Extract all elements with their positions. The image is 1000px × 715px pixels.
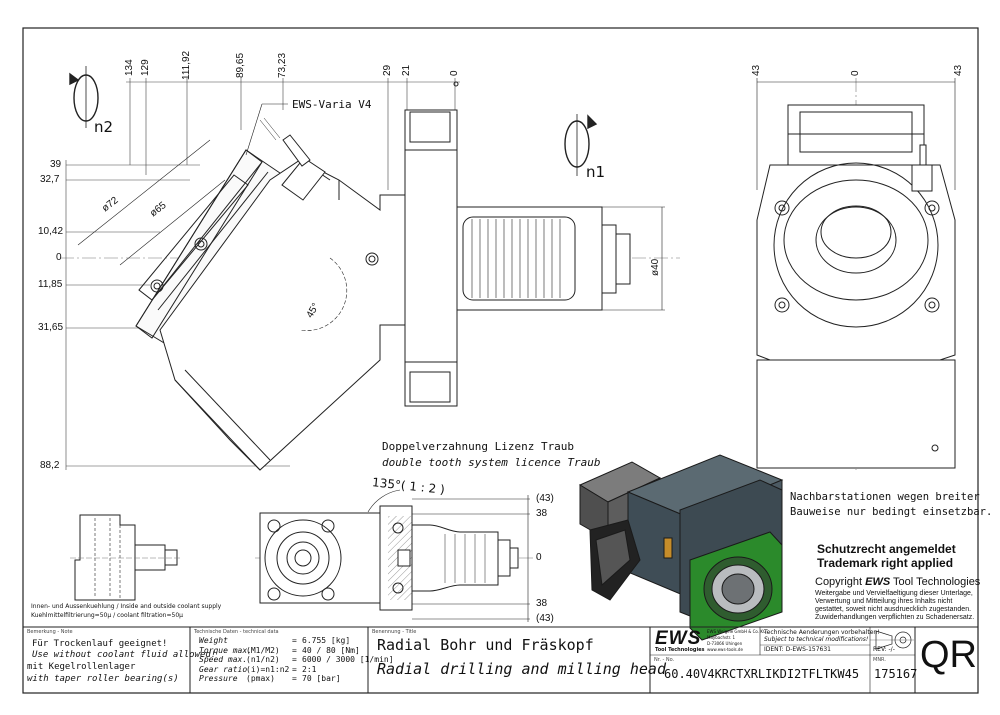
patent-de: Schutzrecht angemeldet xyxy=(817,542,956,556)
tech-row-name: Pressure xyxy=(199,674,238,683)
dia-40-label: ø40 xyxy=(650,258,661,276)
title-block xyxy=(23,626,978,693)
title-label: Benennung - Title xyxy=(372,629,417,635)
company-line-1: EWS Weigele GmbH & Co. KG xyxy=(707,629,767,634)
dim-left-327: 32,7 xyxy=(40,174,60,185)
company-logo: EWS xyxy=(655,628,702,649)
licence-en: double tooth system licence Traub xyxy=(382,456,601,469)
rotation-n1-label: n1 xyxy=(586,163,606,181)
tech-row-value: 6000 / 3000 [1/min] xyxy=(302,655,394,664)
copyright-text-2: Verwertung und Mitteilung ihres Inhalts … xyxy=(815,598,953,605)
dim-left-0: 0 xyxy=(56,252,62,263)
copyright-suffix: Tool Technologies xyxy=(890,576,981,588)
title-de: Radial Bohr und Fräskopf xyxy=(377,636,594,654)
tech-row-equals: = xyxy=(292,645,297,655)
tech-row-symbol: (pmax) xyxy=(246,674,275,683)
tech-row-equals: = xyxy=(292,674,297,683)
dim-top-11192: 111,92 xyxy=(181,50,192,80)
dim-top-29: 29 xyxy=(382,64,393,76)
mnr-label: MNR. xyxy=(873,657,886,663)
rev-value: REV: -/- xyxy=(873,646,895,653)
dim-left-1185: 11,85 xyxy=(38,279,63,290)
side-dim-43-left: 43 xyxy=(751,64,762,76)
copyright-text-1: Weitergabe und Vervielfaeltigung dieser … xyxy=(815,590,973,597)
dim-left-1042: 10,42 xyxy=(38,226,64,237)
bottom-dim-43-top: (43) xyxy=(536,493,554,504)
tech-row-value: 40 / 80 [Nm] xyxy=(302,645,360,655)
tech-label: Technische Daten - technical data xyxy=(194,629,279,635)
remark-line-1: Für Trockenlauf geeignet! xyxy=(32,639,168,649)
company-line-3: D-73066 Uhingen xyxy=(707,641,743,646)
part-number: 60.40V4KRCTXRLIKDI2TFLTKW45 xyxy=(664,667,860,681)
copyright-text-4: Zuwiderhandlungen verpflichten zu Schade… xyxy=(815,614,975,621)
qr-code-label: QR xyxy=(920,634,977,676)
licence-de: Doppelverzahnung Lizenz Traub xyxy=(382,440,575,453)
copyright-line: Copyright EWS Tool Technologies xyxy=(815,577,980,588)
dim-top-8965: 89,65 xyxy=(235,52,246,78)
copyright-brand: EWS xyxy=(865,576,891,588)
dim-top-21: 21 xyxy=(401,64,412,76)
company-line-2: Maybachstr. 1 xyxy=(707,635,736,640)
changes-en: Subject to technical modifications! xyxy=(764,636,869,643)
bottom-view xyxy=(255,489,540,622)
dim-left-882: 88,2 xyxy=(40,460,60,471)
dim-top-134: 134 xyxy=(124,59,135,76)
company-line-4: www.ews-tools.de xyxy=(707,647,743,652)
copyright-text-3: gestattet, soweit nicht ausdruecklich zu… xyxy=(815,606,972,613)
copyright-prefix: Copyright xyxy=(815,576,866,588)
bottom-dim-38-bottom: 38 xyxy=(536,598,548,609)
title-en: Radial drilling and milling head xyxy=(377,660,666,678)
rotation-n2-label: n2 xyxy=(94,118,114,136)
neighbour-note-1: Nachbarstationen wegen breiter xyxy=(790,491,980,503)
dim-left-39: 39 xyxy=(50,159,62,170)
tech-row-value: 2:1 xyxy=(302,664,317,674)
side-dim-0: 0 xyxy=(850,70,861,76)
rotation-n1-icon xyxy=(564,114,598,176)
dim-left-3165: 31,65 xyxy=(38,322,64,333)
sheet-border xyxy=(22,27,979,694)
tech-row-name: Weight xyxy=(199,636,228,645)
top-view xyxy=(60,78,680,471)
dim-top-7323: 73,23 xyxy=(277,52,288,78)
tech-row-equals: = xyxy=(292,636,297,645)
tech-row-symbol: (M1/M2) xyxy=(246,645,280,655)
remark-line-4: with taper roller bearing(s) xyxy=(27,674,179,684)
company-logo-sub: Tool Technologies xyxy=(655,647,705,653)
tech-row-symbol: (i)=n1:n2 xyxy=(246,664,290,674)
patent-en: Trademark right applied xyxy=(817,556,954,570)
remark-line-2: Use without coolant fluid allowed! xyxy=(32,650,217,660)
side-dim-43-right: 43 xyxy=(953,64,964,76)
tech-row-equals: = xyxy=(292,664,297,674)
tech-row-value: 6.755 [kg] xyxy=(302,636,351,645)
tech-row-name: Torque max. xyxy=(199,645,252,655)
bottom-dim-38-top: 38 xyxy=(536,508,548,519)
tech-row-name: Speed max. xyxy=(199,655,248,664)
filter-caption: Kuehlmittelfiltrierung=50µ / coolant fil… xyxy=(31,612,183,619)
coolant-schematic xyxy=(70,514,180,601)
remark-label: Bemerkung - Note xyxy=(27,629,73,635)
rotation-n2-icon xyxy=(69,66,99,128)
neighbour-note-2: Bauweise nur bedingt einsetzbar. xyxy=(790,506,993,518)
tech-row-equals: = xyxy=(292,655,297,664)
side-view xyxy=(756,78,956,470)
varia-label: EWS-Varia V4 xyxy=(292,98,372,111)
ident-value: IDENT: D-EWS-157631 xyxy=(764,646,831,653)
remark-line-3: mit Kegelrollenlager xyxy=(27,662,136,672)
bottom-dim-0: 0 xyxy=(536,552,542,563)
tech-row-symbol: (n1/n2) xyxy=(246,655,280,664)
dim-top-129: 129 xyxy=(140,59,151,76)
bottom-dim-43-bottom: (43) xyxy=(536,613,554,624)
dim-top-0: 0 xyxy=(449,70,460,76)
tech-row-value: 70 [bar] xyxy=(302,674,341,683)
nr-label: Nr. - No. xyxy=(654,657,675,663)
isometric-render xyxy=(578,454,784,641)
changes-de: Technische Aenderungen vorbehalten! xyxy=(764,629,880,636)
coolant-caption: Innen- und Aussenkuehlung / Inside and o… xyxy=(31,603,222,610)
tech-row-name: Gear ratio xyxy=(199,664,248,674)
mnr-value: 175167 xyxy=(874,667,918,681)
